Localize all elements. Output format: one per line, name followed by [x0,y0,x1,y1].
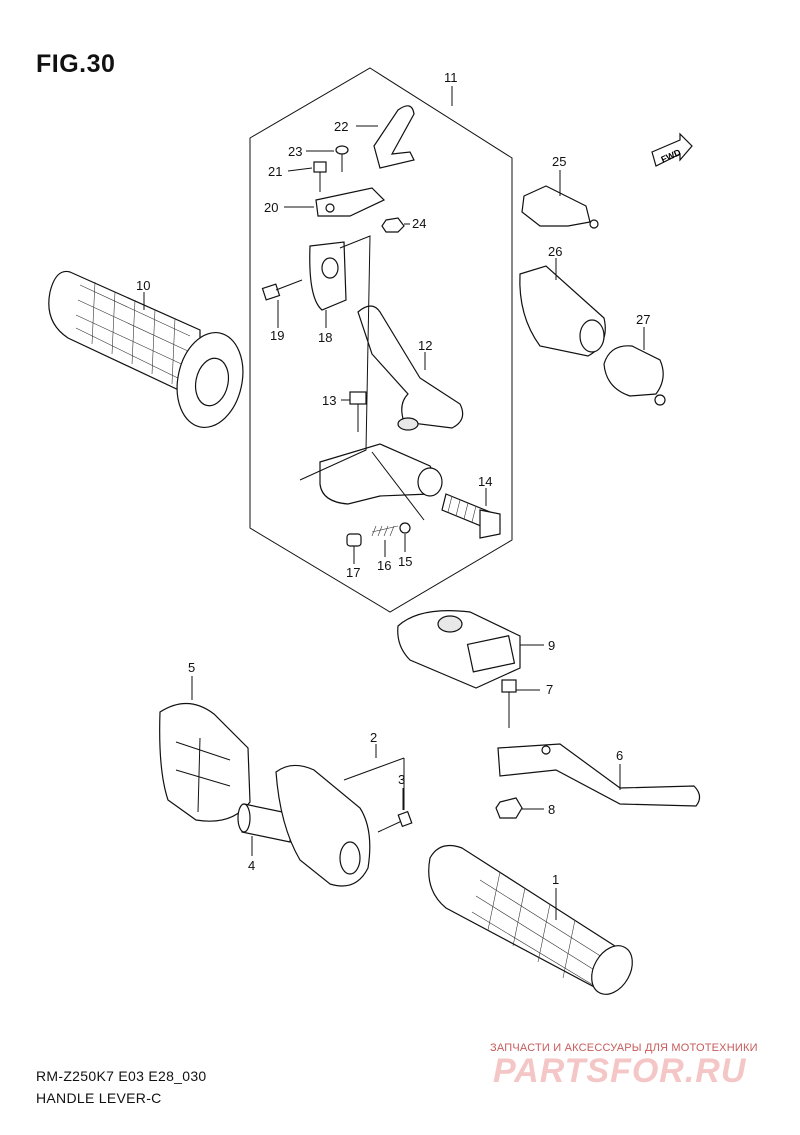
callout-11: 11 [444,70,458,85]
callout-8: 8 [548,802,555,817]
part-26-cover [519,265,606,357]
callout-15: 15 [398,554,412,569]
part-15-ball [399,522,411,534]
part-22-lever [373,105,415,169]
callout-3: 3 [398,772,405,787]
callout-12: 12 [418,338,432,353]
callout-24: 24 [412,216,426,231]
part-25-cover [521,185,599,229]
part-9-holder [397,610,521,689]
watermark-logo: PARTSFOR.RU [493,1052,747,1090]
part-14-adjuster [441,493,501,539]
part-23-screw [335,145,349,172]
callout-labels: 1 2 3 4 5 6 7 8 9 10 11 12 13 14 15 16 1… [136,70,650,887]
part-12-clutch-lever [357,305,464,431]
callout-27: 27 [636,312,650,327]
callout-9: 9 [548,638,555,653]
watermark-tagline: ЗАПЧАСТИ И АКСЕССУАРЫ ДЛЯ МОТОТЕХНИКИ [490,1042,758,1054]
part-16-spring [371,525,399,537]
part-21-screw [313,161,327,192]
callout-18: 18 [318,330,332,345]
part-7-bolt [501,679,517,728]
part-18-clamp [309,241,347,311]
callout-7: 7 [546,682,553,697]
part-3-screw [377,810,413,833]
part-20-bracket [315,187,386,217]
part-27-adjuster [603,345,666,406]
callout-4: 4 [248,858,255,873]
callout-10: 10 [136,278,150,293]
part-17-pin [346,533,362,547]
model-code: RM-Z250K7 E03 E28_030 [36,1068,207,1084]
part-10-left-grip [48,270,244,429]
part-2-housing [275,764,371,887]
part-13-bolt [349,391,367,432]
part-1-right-grip [428,845,633,995]
assembly-outline [249,67,513,613]
callout-1: 1 [552,872,559,887]
callout-26: 26 [548,244,562,259]
fwd-arrow-icon: FWD [651,132,693,167]
part-24-nut [381,217,405,233]
callout-20: 20 [264,200,278,215]
lever-bracket [319,443,443,505]
callout-25: 25 [552,154,566,169]
callout-19: 19 [270,328,284,343]
part-6-lever [497,743,701,807]
callout-5: 5 [188,660,195,675]
part-8-nut [495,797,523,819]
part-4-collar [237,803,293,843]
callout-23: 23 [288,144,302,159]
part-19-bolt [261,279,303,301]
figure-title: FIG.30 [36,50,116,78]
callout-21: 21 [268,164,282,179]
callout-6: 6 [616,748,623,763]
callout-16: 16 [377,558,391,573]
section-name: HANDLE LEVER-C [36,1090,162,1106]
leader-lines [143,86,645,920]
part-5-guard [159,702,251,822]
callout-14: 14 [478,474,492,489]
callout-22: 22 [334,119,348,134]
callout-2: 2 [370,730,377,745]
callout-13: 13 [322,393,336,408]
callout-17: 17 [346,565,360,580]
